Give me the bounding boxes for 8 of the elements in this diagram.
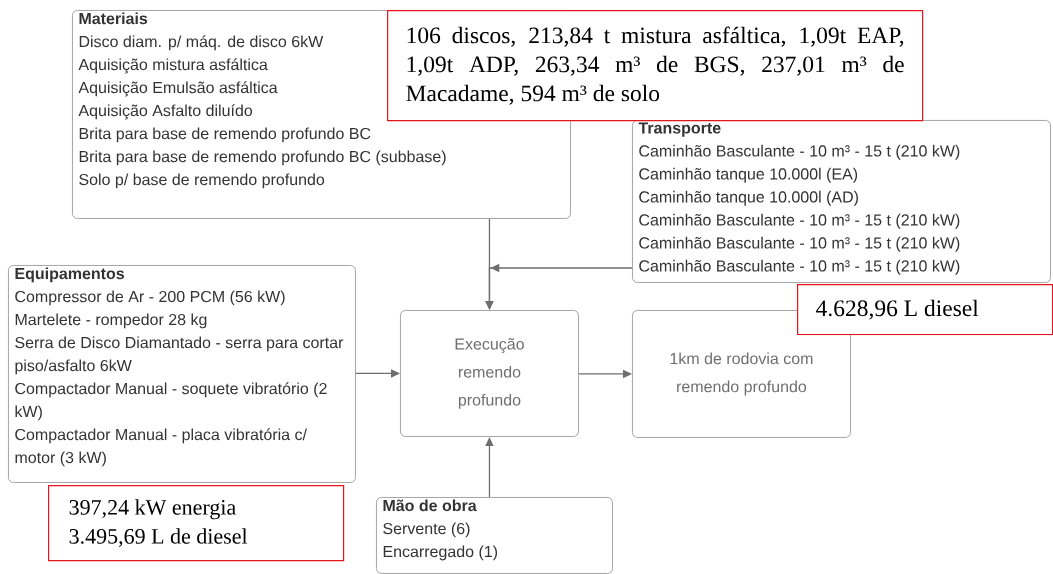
process-box: Execução remendo profundo	[400, 310, 579, 437]
list-box: Mão de obra Servente (6) Encarregado (1)	[376, 497, 613, 574]
quantity-box: 106 discos, 213,84 t mistura asfáltica, 1,09t EAP, 1,09t ADP, 263,34 m³ de BGS, 237,01 m³ de Macadame, 594 m³ de solo	[387, 10, 924, 122]
arrow	[355, 369, 400, 378]
quantity-box: 4.628,96 L diesel	[797, 284, 1053, 336]
quantity-box: 397,24 kW energia 3.495,69 L de diesel	[48, 485, 345, 562]
list-box: Equipamentos Compressor de Ar - 200 PCM (56 kW) Martelete - rompedor 28 kg Serra de Disco Diamantado - serra para cortar piso/asfalto 6kW Compactador Manual - soquete vibratório (2 kW) Compactador Manual - placa vibratória c/ motor (3 kW)	[8, 265, 356, 483]
list-box: Transporte Caminhão Basculante - 10 m³ - 15 t (210 kW) Caminhão tanque 10.000l (EA) Caminhão tanque 10.000l (AD) Caminhão Basculante - 10 m³ - 15 t (210 kW) Caminhão Basculante - 10 m³ - 15 t (210 kW) Caminhão Basculante - 10 m³ - 15 t (210 kW)	[632, 120, 1051, 283]
